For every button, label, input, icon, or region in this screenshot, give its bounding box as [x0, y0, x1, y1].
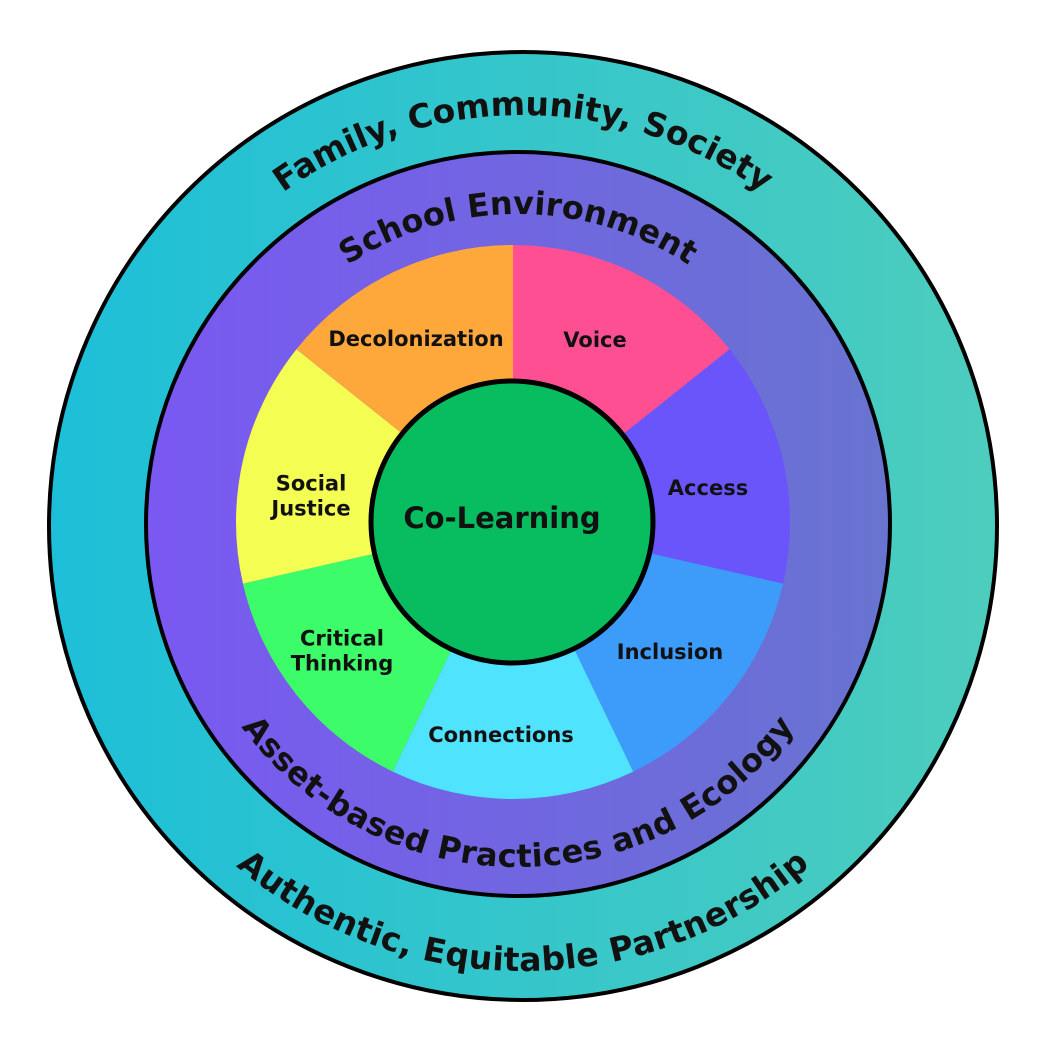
center-circle: [368, 378, 656, 666]
segment-label: Inclusion: [617, 640, 723, 664]
segment-label: Decolonization: [328, 327, 503, 351]
segment-label: Voice: [563, 328, 626, 352]
center-label: Co-Learning: [403, 501, 600, 535]
segment-label: Access: [668, 476, 748, 500]
segment-label: Connections: [428, 723, 574, 747]
